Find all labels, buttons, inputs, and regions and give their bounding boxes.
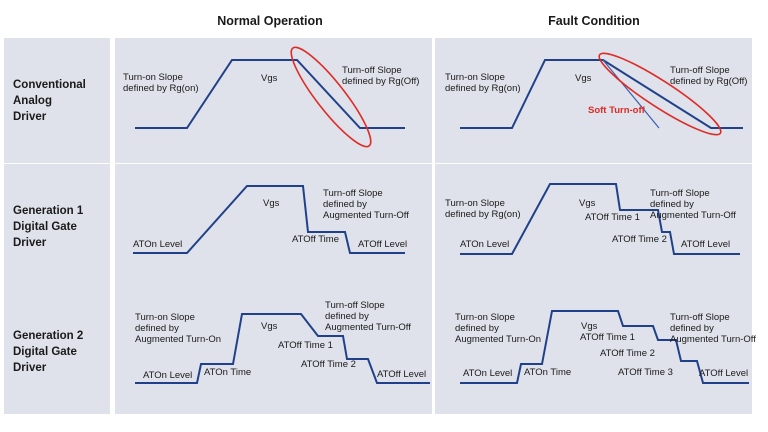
row-label-text: Generation 1 Digital Gate Driver — [13, 204, 84, 249]
turn-off-slope-label: Turn-off Slope defined by Augmented Turn… — [650, 188, 736, 221]
vgs-label: Vgs — [261, 73, 278, 84]
soft-turn-off-label: Soft Turn-off — [588, 105, 645, 116]
row-label-generation-2: Generation 2 Digital Gate Driver — [4, 289, 110, 414]
aton-level-label: ATOn Level — [143, 370, 193, 381]
soft-turn-off-highlight — [598, 52, 722, 136]
aton-level-label: ATOn Level — [133, 239, 183, 250]
panel-gen1-normal: Vgs Turn-off Slope defined by Augmented … — [115, 164, 432, 289]
waveform-conventional-fault — [460, 52, 743, 136]
vgs-label: Vgs — [263, 198, 280, 209]
turn-off-highlight — [290, 46, 372, 148]
panel-conventional-fault: Turn-on Slope defined by Rg(on) Vgs Turn… — [435, 38, 752, 163]
vgs-waveform — [460, 59, 743, 129]
row-label-text: Conventional Analog Driver — [13, 78, 86, 123]
vgs-label: Vgs — [261, 321, 278, 332]
atoff-time-2-label: ATOff Time 2 — [301, 359, 356, 370]
atoff-time-1-label: ATOff Time 1 — [580, 332, 635, 343]
turn-off-slope-label: Turn-off Slope defined by Rg(Off) — [670, 65, 748, 87]
turn-off-slope-label: Turn-off Slope defined by Augmented Turn… — [325, 300, 411, 333]
vgs-waveform — [460, 310, 749, 384]
atoff-level-label: ATOff Level — [699, 368, 749, 379]
waveform-gen2-normal — [135, 313, 430, 384]
vgs-label: Vgs — [575, 73, 592, 84]
panel-gen2-fault: Turn-on Slope defined by Augmented Turn-… — [435, 289, 756, 414]
atoff-time-2-label: ATOff Time 2 — [612, 234, 667, 245]
row-label-generation-1: Generation 1 Digital Gate Driver — [4, 164, 110, 289]
aton-time-label: ATOn Time — [204, 367, 252, 378]
waveform-conventional-normal — [135, 46, 405, 148]
atoff-time-1-label: ATOff Time 1 — [278, 340, 333, 351]
aton-level-label: ATOn Level — [463, 368, 513, 379]
atoff-level-label: ATOff Level — [377, 369, 427, 380]
turn-on-slope-label: Turn-on Slope defined by Rg(on) — [123, 72, 199, 94]
atoff-time-label: ATOff Time — [292, 234, 339, 245]
panel-conventional-normal: Turn-on Slope defined by Rg(on) Vgs Turn… — [115, 38, 432, 163]
vgs-waveform — [460, 183, 740, 255]
reference-turn-off-waveform — [602, 59, 660, 129]
turn-on-slope-label: Turn-on Slope defined by Augmented Turn-… — [455, 312, 542, 345]
waveform-gen1-fault — [460, 183, 740, 255]
turn-on-slope-label: Turn-on Slope defined by Rg(on) — [445, 72, 521, 94]
row-label-conventional: Conventional Analog Driver — [4, 38, 110, 163]
atoff-level-label: ATOff Level — [681, 239, 731, 250]
waveform-gen2-fault — [460, 310, 749, 384]
aton-time-label: ATOn Time — [524, 367, 572, 378]
atoff-level-label: ATOff Level — [358, 239, 408, 250]
turn-off-slope-label: Turn-off Slope defined by Augmented Turn… — [323, 188, 409, 221]
turn-on-slope-label: Turn-on Slope defined by Augmented Turn-… — [135, 312, 222, 345]
vgs-label: Vgs — [581, 321, 598, 332]
header-normal-operation: Normal Operation — [217, 14, 323, 28]
atoff-time-1-label: ATOff Time 1 — [585, 212, 640, 223]
aton-level-label: ATOn Level — [460, 239, 510, 250]
header-fault-condition: Fault Condition — [548, 14, 640, 28]
atoff-time-3-label: ATOff Time 3 — [618, 367, 673, 378]
vgs-label: Vgs — [579, 198, 596, 209]
turn-off-slope-label: Turn-off Slope defined by Rg(Off) — [342, 65, 420, 87]
vgs-waveform — [133, 185, 405, 254]
turn-off-slope-label: Turn-off Slope defined by Augmented Turn… — [670, 312, 756, 345]
row-label-text: Generation 2 Digital Gate Driver — [13, 329, 84, 374]
vgs-waveform — [135, 313, 430, 384]
panel-gen1-fault: Turn-on Slope defined by Rg(on) Vgs Turn… — [435, 164, 752, 289]
turn-on-slope-label: Turn-on Slope defined by Rg(on) — [445, 198, 521, 220]
panel-gen2-normal: Turn-on Slope defined by Augmented Turn-… — [115, 289, 432, 414]
atoff-time-2-label: ATOff Time 2 — [600, 348, 655, 359]
waveform-gen1-normal — [133, 185, 405, 254]
